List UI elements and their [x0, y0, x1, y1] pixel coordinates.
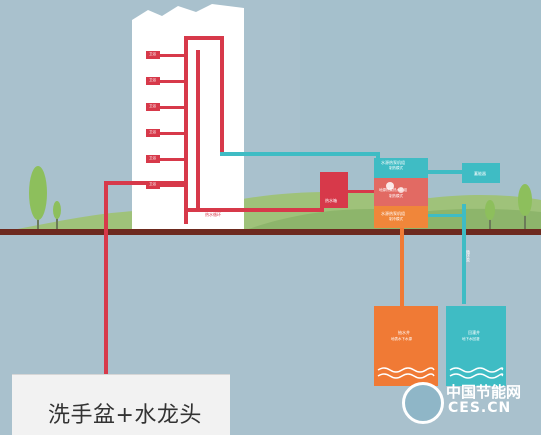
floor-label: 卫浴 [149, 156, 156, 160]
logo-en-text: CES.CN [448, 400, 512, 416]
watermark-logo: 中国节能网 CES.CN [402, 378, 541, 429]
hp-top-sub: 制热模式 [389, 166, 403, 170]
well-right-sub: 地下水回灌 [462, 337, 480, 341]
supply-pipe [104, 181, 184, 375]
logo-icon [402, 382, 444, 424]
well-right [446, 306, 506, 386]
floor-label: 卫浴 [149, 130, 156, 134]
tank-label: 热水箱 [325, 198, 337, 203]
bottom-caption: 洗手盆+水龙头 [48, 403, 202, 428]
accumulator-box [462, 163, 500, 183]
hot-water-tank [320, 172, 348, 208]
hp-bottom-sub: 制冷模式 [389, 217, 403, 221]
floor-label: 卫浴 [149, 52, 156, 56]
tree-right [485, 184, 532, 232]
hp-mid-sub: 制热模式 [389, 194, 403, 198]
floor-label: 卫浴 [149, 182, 156, 186]
heat-pump-units [374, 158, 428, 228]
tree-left [29, 166, 61, 232]
pump-label: 循环泵 [466, 250, 471, 262]
floor-label: 卫浴 [149, 78, 156, 82]
hp-bottom-label: 水源热泵机组 [381, 211, 405, 216]
well-right-title: 回灌井 [468, 330, 480, 335]
hp-mid-label: 地源热泵热水机组 [379, 188, 407, 192]
hp-top-label: 水源热泵机组 [381, 160, 405, 165]
well-left [374, 306, 438, 386]
circ-vertical-label: 热水循环 [189, 112, 194, 128]
floor-label: 卫浴 [149, 104, 156, 108]
ground-line [0, 229, 541, 235]
well-left-sub: 地表水下水源 [391, 337, 412, 341]
caption-box [12, 374, 230, 435]
circ-bottom-label: 热水循环 [205, 212, 221, 217]
orange-pipe [400, 228, 404, 312]
supply-vertical-label: 热水供应 [225, 56, 230, 72]
accumulator-label: 蓄能器 [474, 171, 486, 176]
logo-cn-text: 中国节能网 [446, 383, 522, 401]
hot-water-riser [146, 36, 324, 224]
well-left-title: 抽水井 [398, 330, 410, 335]
